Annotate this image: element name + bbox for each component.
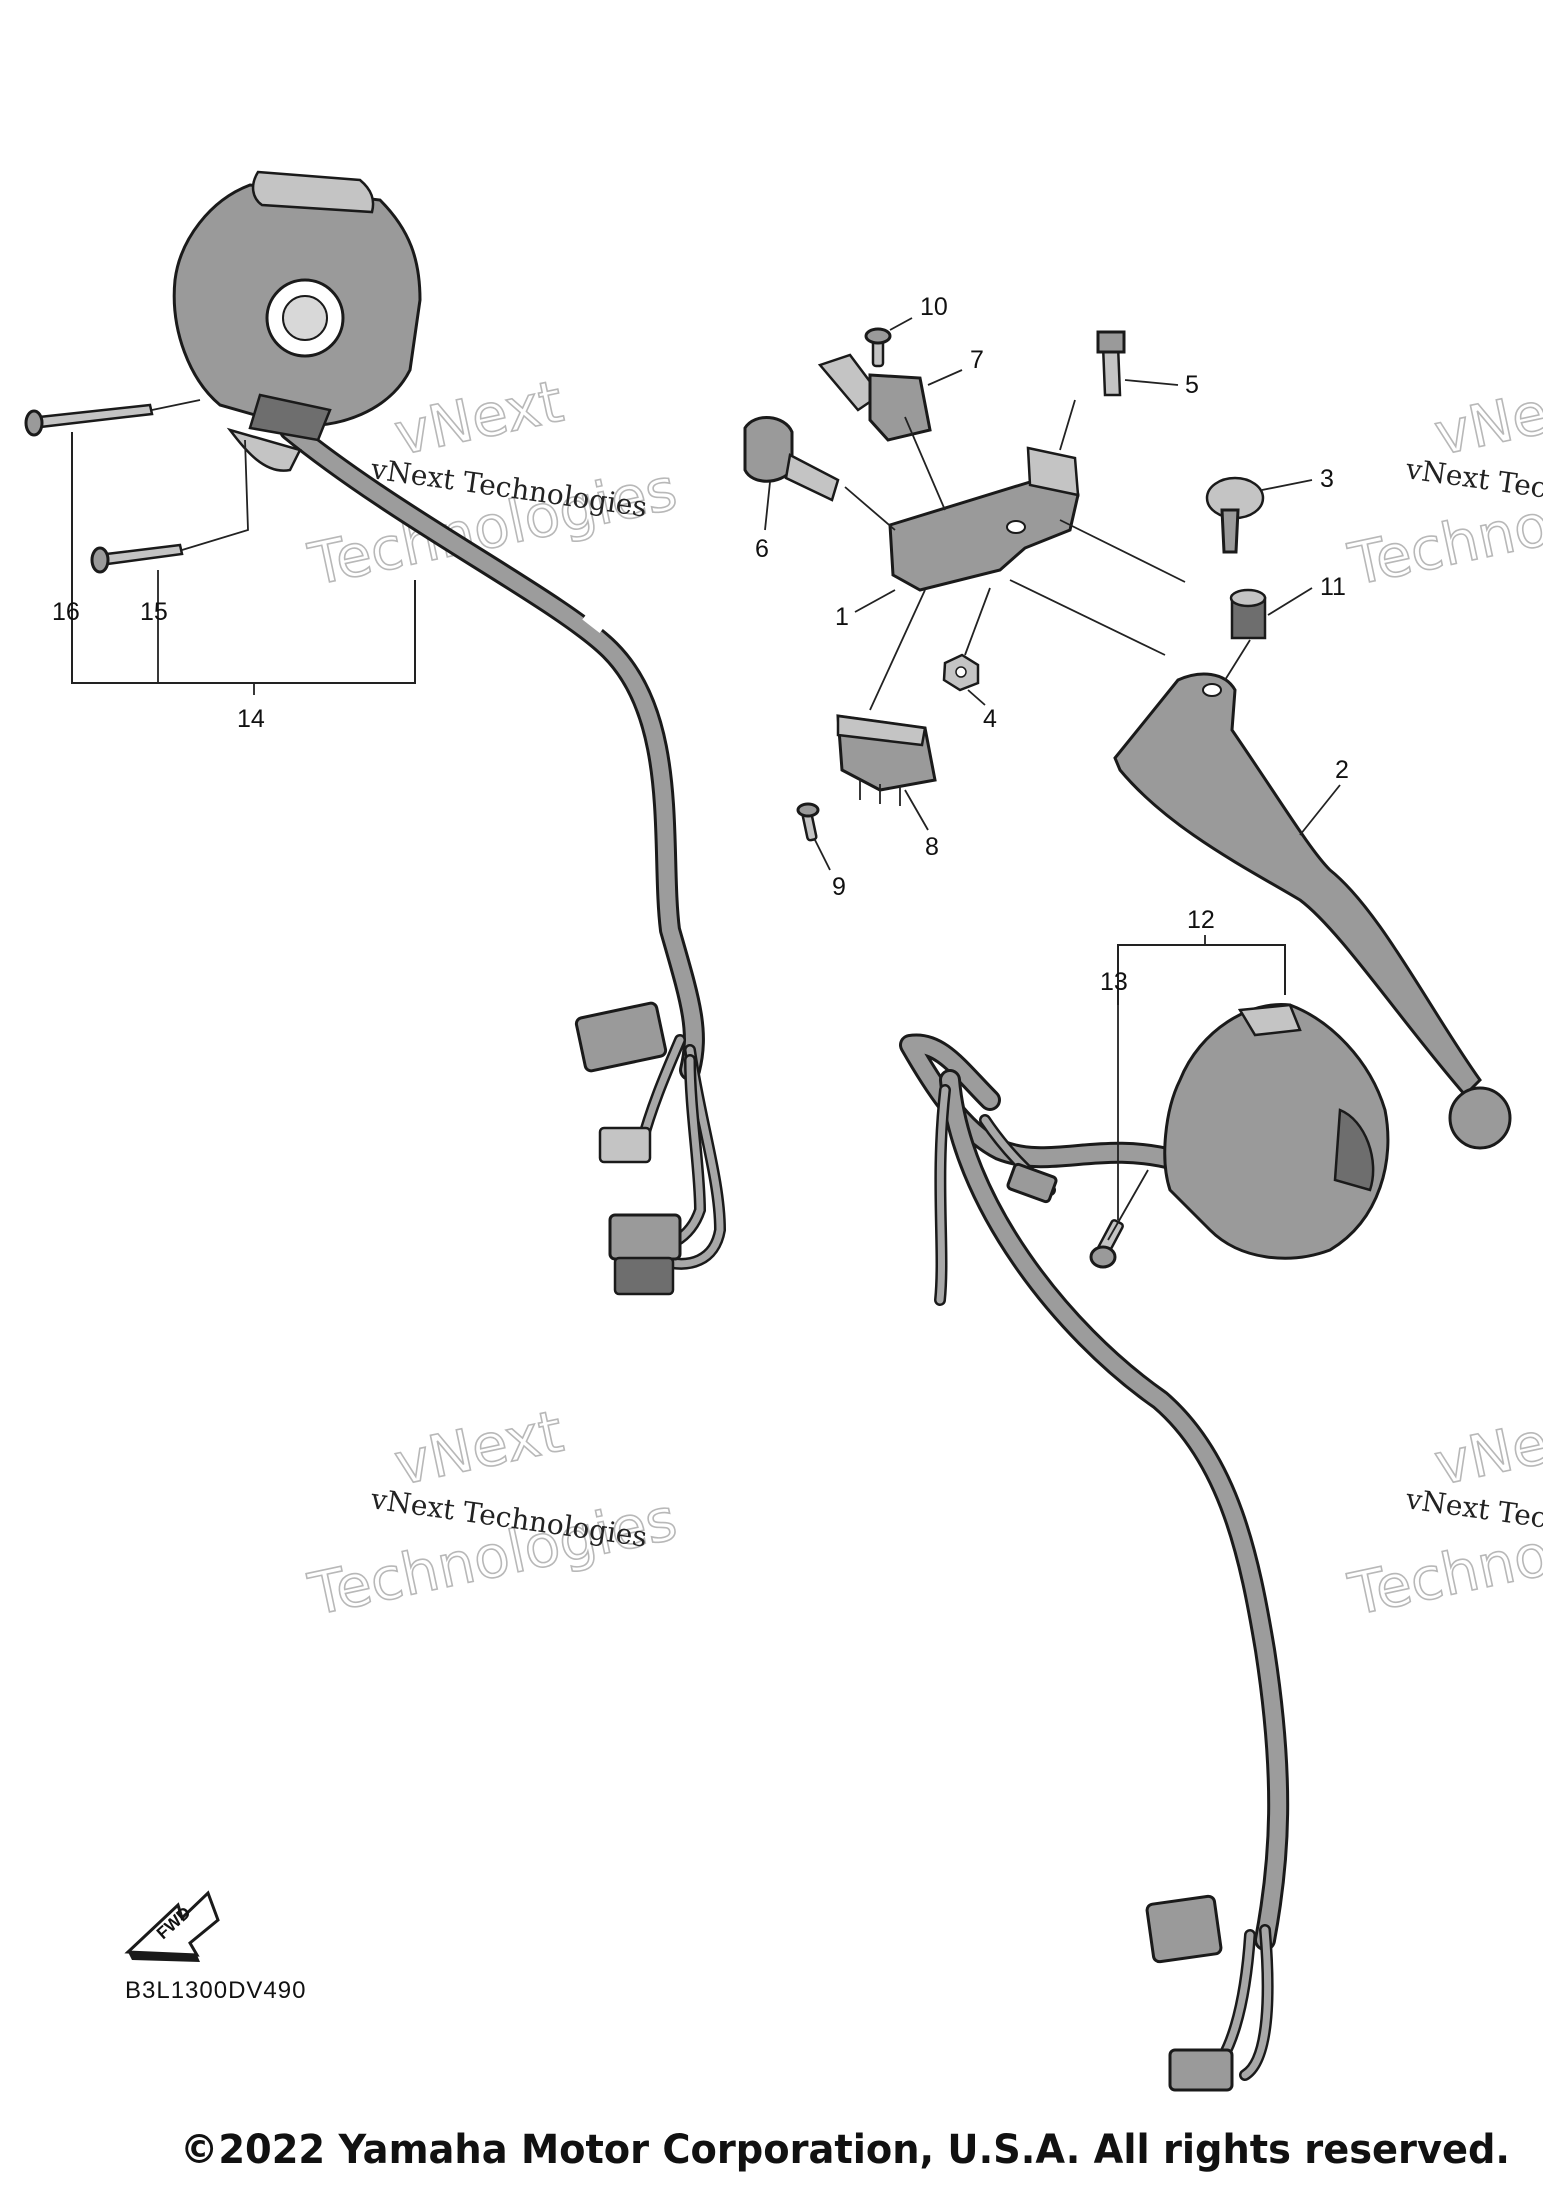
screw-16[interactable] bbox=[24, 403, 154, 437]
switch-8[interactable] bbox=[836, 714, 937, 806]
pivot-bolt-3[interactable] bbox=[1205, 476, 1265, 554]
knob-6[interactable] bbox=[743, 415, 840, 502]
bracket-1[interactable] bbox=[888, 446, 1080, 592]
screw-10[interactable] bbox=[864, 327, 892, 368]
callout-2: 2 bbox=[1335, 756, 1349, 784]
callout-6: 6 bbox=[755, 535, 769, 563]
copyright-notice: ©2022 Yamaha Motor Corporation, U.S.A. A… bbox=[180, 2127, 1510, 2173]
bracket-14 bbox=[71, 432, 416, 684]
callout-10: 10 bbox=[920, 293, 948, 321]
lever-2[interactable] bbox=[1113, 672, 1512, 1150]
watermark-outline-top: vNext bbox=[389, 1397, 569, 1499]
fwd-arrow-icon: FWD bbox=[124, 1890, 220, 1962]
callout-1: 1 bbox=[835, 603, 849, 631]
callout-12: 12 bbox=[1187, 906, 1215, 934]
diagram-code: B3L1300DV490 bbox=[125, 1977, 306, 2004]
callout-11: 11 bbox=[1320, 573, 1346, 601]
watermark-outline-top: vNext bbox=[1429, 1397, 1543, 1499]
callout-13: 13 bbox=[1100, 968, 1128, 996]
connector-block bbox=[1006, 1162, 1058, 1204]
callout-7: 7 bbox=[970, 346, 984, 374]
bolt-5[interactable] bbox=[1096, 330, 1126, 397]
connector-block bbox=[608, 1213, 682, 1261]
callout-4: 4 bbox=[983, 705, 997, 733]
callout-5: 5 bbox=[1185, 371, 1199, 399]
callout-14: 14 bbox=[237, 705, 265, 733]
right-switch-housing bbox=[1163, 1002, 1390, 1260]
screw-15[interactable] bbox=[90, 543, 184, 574]
right-switch-assembly[interactable] bbox=[899, 1002, 1390, 2092]
callout-3: 3 bbox=[1320, 465, 1334, 493]
watermark-group-mid-left: vNext Technologies vNext Technologies bbox=[302, 1396, 683, 1630]
watermark-group-mid-right: vNext Technologies vNext Technologies bbox=[1342, 1396, 1543, 1630]
screw-9[interactable] bbox=[796, 802, 820, 842]
screw-13[interactable] bbox=[1089, 1219, 1124, 1269]
bracket-12 bbox=[1117, 944, 1286, 1005]
nut-4[interactable] bbox=[942, 653, 980, 692]
connector-block bbox=[574, 1001, 668, 1073]
connector-block bbox=[613, 1256, 675, 1296]
connector-block bbox=[598, 1126, 652, 1164]
callout-16: 16 bbox=[52, 598, 80, 626]
switch-7[interactable] bbox=[817, 353, 932, 442]
callout-8: 8 bbox=[925, 833, 939, 861]
left-switch-assembly[interactable] bbox=[172, 170, 727, 1296]
watermark-outline-top: vNext bbox=[389, 367, 569, 469]
callout-15: 15 bbox=[140, 598, 168, 626]
watermark-group-top-right: vNext Technologies vNext Technologies bbox=[1342, 366, 1543, 600]
watermark-outline-top: vNext bbox=[1429, 367, 1543, 469]
bushing-11[interactable] bbox=[1229, 588, 1267, 640]
callout-9: 9 bbox=[832, 873, 846, 901]
connector-block bbox=[1168, 2048, 1234, 2092]
connector-block bbox=[1145, 1894, 1223, 1964]
